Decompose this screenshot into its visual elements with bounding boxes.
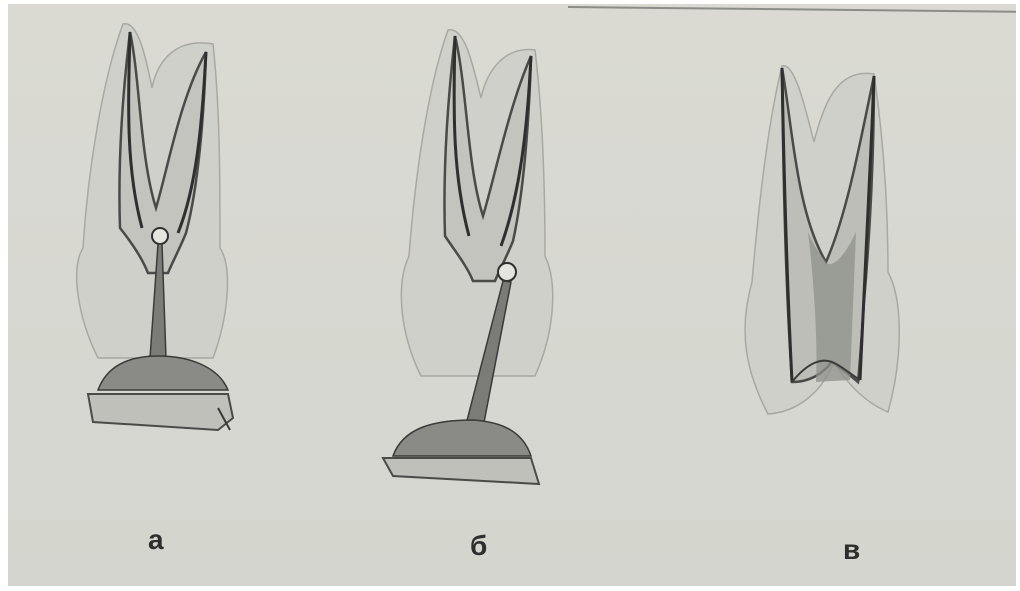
- tooth-b-drawing: [373, 26, 573, 496]
- tooth-figure-c: [738, 62, 918, 432]
- top-edge-line: [568, 6, 1016, 13]
- figure-label-b: б: [470, 532, 487, 560]
- figure-label-c: в: [843, 536, 860, 564]
- tooth-a-handle-plate: [88, 394, 233, 430]
- tooth-b-instrument-base: [393, 420, 531, 456]
- tooth-a-drawing: [68, 18, 248, 448]
- tooth-b-handle-plate: [383, 458, 539, 484]
- tooth-figure-a: [68, 18, 248, 448]
- tooth-c-drawing: [738, 62, 918, 432]
- illustration-photo: а б в: [8, 4, 1016, 586]
- tooth-b-ball-tip: [498, 263, 516, 281]
- tooth-a-ball-tip: [152, 228, 168, 244]
- tooth-figure-b: [373, 26, 573, 496]
- tooth-a-instrument-base: [98, 356, 228, 390]
- figure-label-a: а: [148, 526, 164, 554]
